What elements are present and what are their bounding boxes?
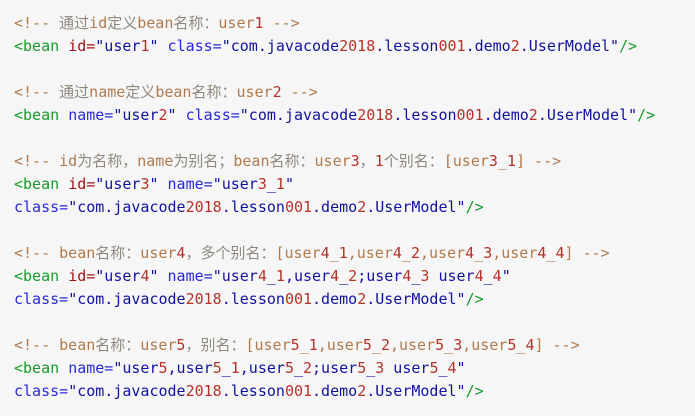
code-line-comment: <!-- bean名称：user4，多个别名：[user4_1,user4_2,… bbox=[14, 244, 610, 262]
code-line: <bean name="user2" class="com.javacode20… bbox=[14, 106, 656, 124]
code-line-comment: <!-- id为名称，name为别名；bean名称：user3，1个别名：[us… bbox=[14, 152, 562, 170]
code-line: class="com.javacode2018.lesson001.demo2.… bbox=[14, 290, 484, 308]
code-line-comment: <!-- bean名称：user5，别名：[user5_1,user5_2,us… bbox=[14, 336, 580, 354]
code-line: class="com.javacode2018.lesson001.demo2.… bbox=[14, 198, 484, 216]
code-line: <bean id="user4" name="user4_1,user4_2;u… bbox=[14, 267, 511, 285]
code-line-blank bbox=[14, 58, 687, 81]
code-line: <bean name="user5,user5_1,user5_2;user5_… bbox=[14, 359, 466, 377]
code-line: <bean id="user3" name="user3_1" bbox=[14, 175, 294, 193]
code-line: <bean id="user1" class="com.javacode2018… bbox=[14, 37, 638, 55]
code-line-comment: <!-- 通过id定义bean名称：user1 --> bbox=[14, 14, 300, 32]
code-line-blank bbox=[14, 311, 687, 334]
code-line-blank bbox=[14, 219, 687, 242]
code-line: class="com.javacode2018.lesson001.demo2.… bbox=[14, 382, 484, 400]
code-line-blank bbox=[14, 127, 687, 150]
code-line-comment: <!-- 通过name定义bean名称：user2 --> bbox=[14, 83, 318, 101]
